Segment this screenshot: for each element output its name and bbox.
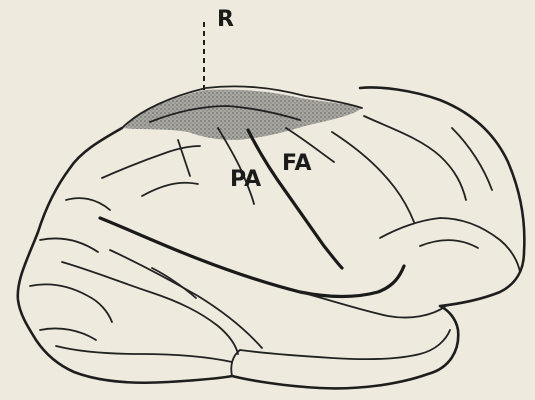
frontal-operculum-sulcus [420, 240, 478, 248]
inferior-frontal-sulcus [380, 218, 520, 272]
middle-temporal-sulcus [110, 250, 262, 348]
occipital-sulcus-1 [40, 239, 98, 253]
label-pa: PA [230, 167, 261, 192]
label-r: R [217, 7, 234, 32]
sylvian-fissure [100, 218, 404, 297]
parieto-occipital-sulcus [66, 198, 110, 210]
shaded-motor-region [122, 89, 362, 140]
frontal-sulcus-upper [332, 132, 414, 222]
inferior-temporal-contour [56, 346, 232, 362]
parietal-branch-2 [142, 183, 198, 196]
parietal-branch-1 [178, 140, 190, 176]
frontal-sulcus-branch [364, 116, 466, 200]
occipital-sulcus-2 [30, 284, 112, 322]
occipital-pole-sulcus [40, 328, 96, 340]
superior-temporal-sulcus [62, 262, 238, 354]
label-fa: FA [282, 151, 312, 176]
temporal-lobe-lower-contour [240, 330, 450, 359]
